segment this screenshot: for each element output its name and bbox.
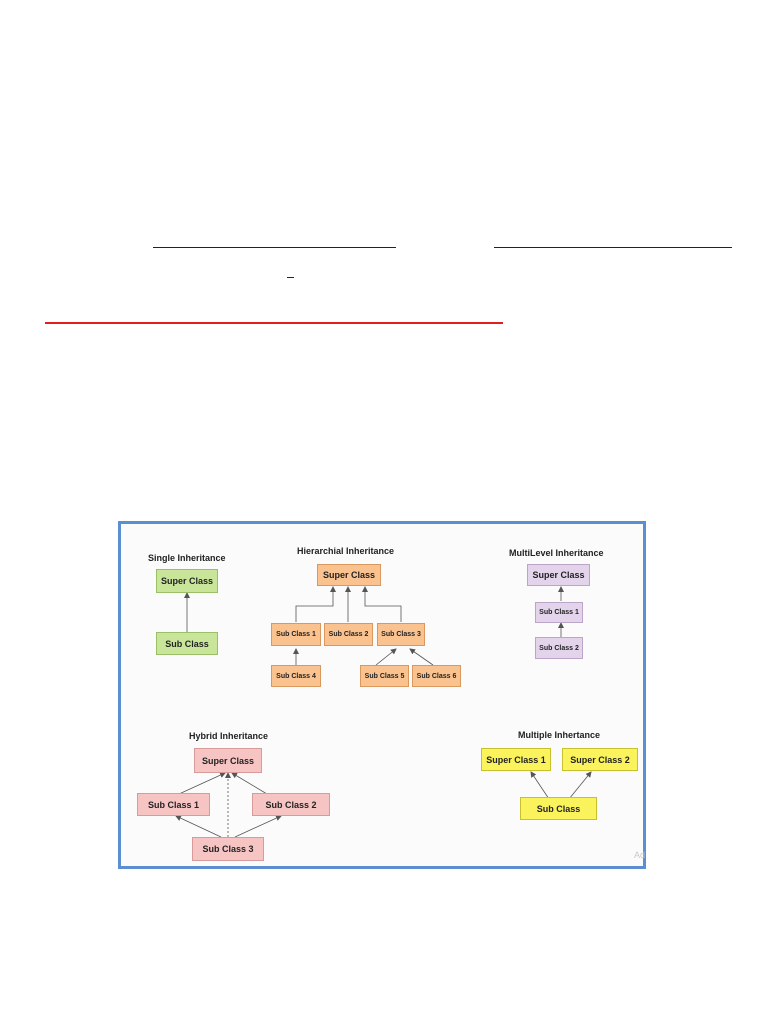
h-arrow-sub1: [295, 586, 336, 622]
single-sub-class: Sub Class: [156, 632, 218, 655]
mu-arrow-super2: [568, 771, 592, 800]
h-arrow-sub3: [362, 586, 402, 622]
multilevel-sub-class-2: Sub Class 2: [535, 637, 583, 659]
red-divider: [45, 322, 503, 324]
single-super-class: Super Class: [156, 569, 218, 593]
multiple-super-class-1: Super Class 1: [481, 748, 551, 771]
hybrid-sub-class-1: Sub Class 1: [137, 793, 210, 816]
hierarchical-sub-class-1: Sub Class 1: [271, 623, 321, 646]
mu-arrow-super1: [530, 771, 550, 800]
hy-arrow-sub3-sub1: [175, 815, 222, 838]
hybrid-sub-class-2: Sub Class 2: [252, 793, 330, 816]
single-title: Single Inheritance: [148, 553, 226, 563]
multiple-title: Multiple Inhertance: [518, 730, 601, 740]
h-arrow-sub6: [409, 648, 434, 666]
watermark: Ad: [634, 850, 646, 860]
hy-arrow-sub2: [231, 772, 268, 795]
hierarchical-title: Hierarchial Inheritance: [297, 546, 395, 556]
multiple-sub-class: Sub Class: [520, 797, 597, 820]
hy-arrow-sub1: [178, 772, 226, 795]
underline-left: [153, 247, 396, 248]
short-dash: [287, 277, 294, 278]
inheritance-diagram: Single Inheritance Super Class Sub Class…: [118, 521, 646, 869]
multilevel-title: MultiLevel Inheritance: [509, 548, 604, 558]
h-arrow-sub5: [375, 648, 397, 666]
underline-right: [494, 247, 732, 248]
connector-lines: [175, 586, 592, 838]
hybrid-sub-class-3: Sub Class 3: [192, 837, 264, 861]
multiple-super-class-2: Super Class 2: [562, 748, 638, 771]
hierarchical-sub-class-5: Sub Class 5: [360, 665, 409, 687]
multilevel-sub-class-1: Sub Class 1: [535, 602, 583, 623]
multilevel-super-class: Super Class: [527, 564, 590, 586]
hierarchical-sub-class-6: Sub Class 6: [412, 665, 461, 687]
hierarchical-sub-class-4: Sub Class 4: [271, 665, 321, 687]
hierarchical-sub-class-3: Sub Class 3: [377, 623, 425, 646]
hierarchical-super-class: Super Class: [317, 564, 381, 586]
hierarchical-sub-class-2: Sub Class 2: [324, 623, 373, 646]
hybrid-super-class: Super Class: [194, 748, 262, 773]
hybrid-title: Hybrid Inheritance: [189, 731, 269, 741]
hy-arrow-sub3-sub2: [234, 815, 282, 838]
